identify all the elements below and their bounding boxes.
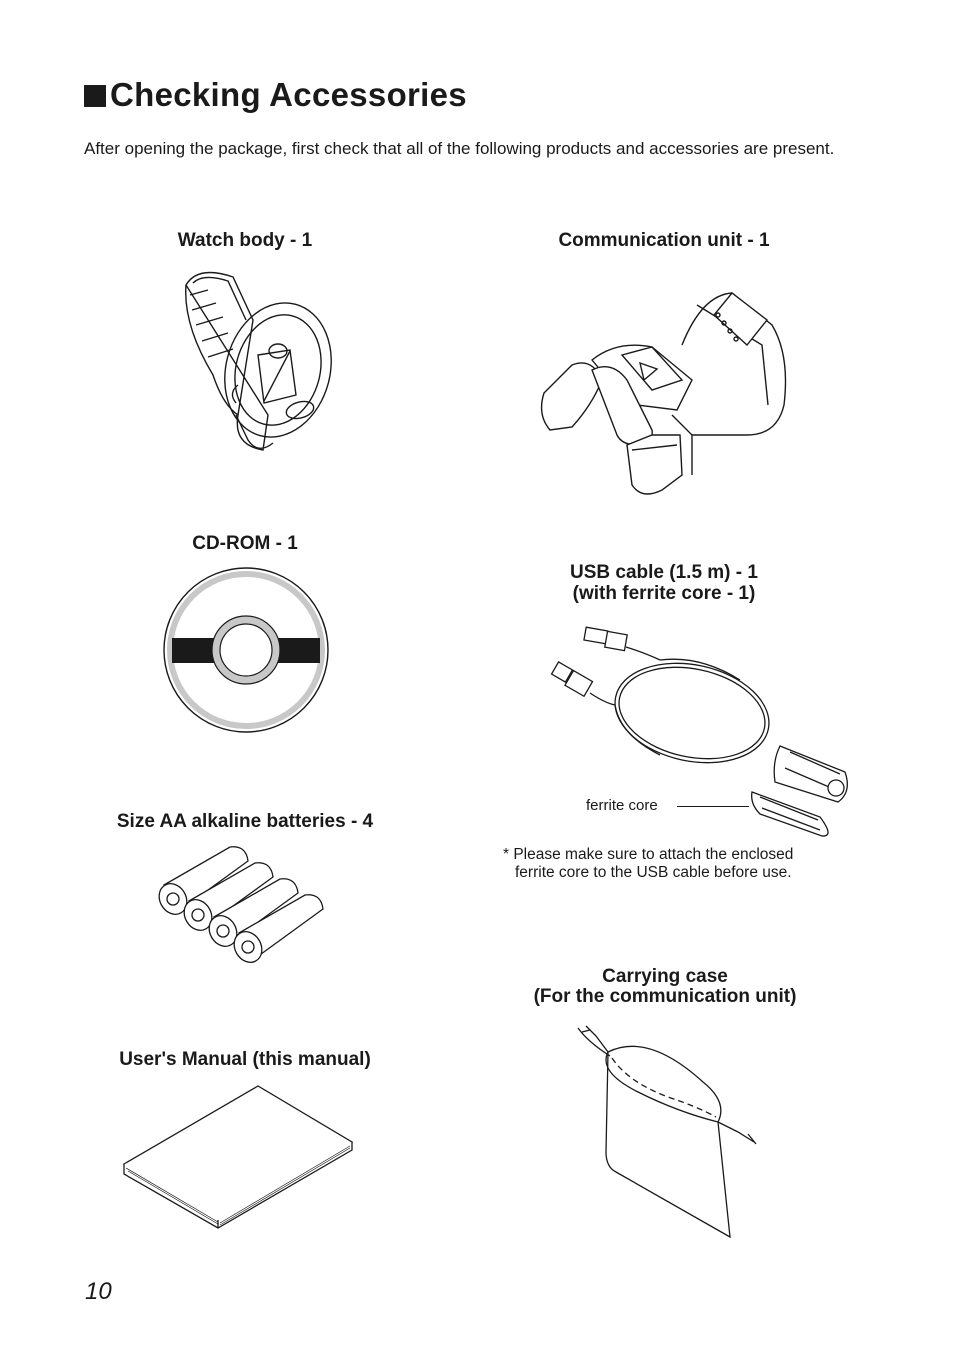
usb-label-line1: USB cable (1.5 m) - 1 (570, 562, 758, 583)
page-title-text: Checking Accessories (110, 76, 467, 113)
usb-label-line2: (with ferrite core - 1) (572, 583, 756, 604)
batteries-label: Size AA alkaline batteries - 4 (116, 811, 374, 832)
ferrite-core-callout: ferrite core (586, 797, 658, 814)
case-label-line1: Carrying case (602, 966, 728, 987)
watch-illustration (178, 265, 338, 455)
carrying-case-illustration (568, 1022, 763, 1240)
comm-unit-label: Communication unit - 1 (558, 230, 770, 251)
watch-label: Watch body - 1 (177, 230, 313, 251)
cd-rom-illustration (162, 566, 330, 734)
callout-line (677, 806, 749, 807)
page-title: Checking Accessories (84, 76, 467, 114)
intro-paragraph: After opening the package, first check t… (84, 139, 835, 158)
note-line1: * Please make sure to attach the enclose… (503, 846, 794, 863)
note-line2: ferrite core to the USB cable before use… (515, 864, 792, 881)
manual-illustration (120, 1082, 356, 1230)
cdrom-label: CD-ROM - 1 (192, 533, 298, 554)
ferrite-core-illustration (750, 742, 852, 838)
manual-label: User's Manual (this manual) (119, 1049, 371, 1070)
attach-note: * Please make sure to attach the enclose… (503, 846, 793, 882)
case-label-line2: (For the communication unit) (533, 986, 797, 1007)
batteries-illustration (150, 843, 325, 968)
square-bullet-icon (84, 85, 106, 107)
communication-unit-illustration (532, 285, 790, 500)
usb-cable-illustration (550, 625, 775, 765)
page-number: 10 (85, 1278, 112, 1305)
